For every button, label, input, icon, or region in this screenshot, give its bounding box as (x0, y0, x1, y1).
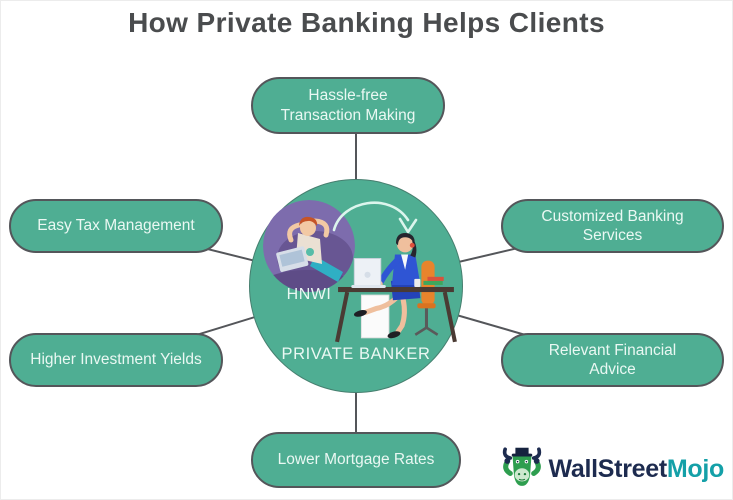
node-label: Hassle-free Transaction Making (280, 87, 416, 124)
logo-text-wallstreet: WallStreet (548, 454, 668, 483)
banker-head (397, 236, 414, 253)
hnwi-label: HNWI (286, 286, 332, 303)
node-relevant-financial-advice: Relevant Financial Advice (501, 333, 724, 387)
banker-hair (395, 233, 415, 246)
node-label: Customized Banking Services (541, 207, 684, 244)
node-label: Higher Investment Yields (30, 351, 202, 369)
wallstreetmojo-logo[interactable]: WallStreetMojo (500, 445, 724, 493)
curved-arrow-icon (332, 201, 418, 234)
node-label: Relevant Financial Advice (548, 341, 677, 378)
private-banker-label: PRIVATE BANKER (281, 345, 431, 363)
node-customized-banking-services: Customized Banking Services (501, 199, 724, 253)
logo-wordmark: WallStreetMojo (548, 454, 725, 484)
node-higher-investment-yields: Higher Investment Yields (9, 333, 223, 387)
node-lower-mortgage-rates: Lower Mortgage Rates (251, 432, 461, 488)
desk (338, 286, 454, 293)
hair (299, 216, 318, 226)
head (300, 220, 316, 236)
node-easy-tax-management: Easy Tax Management (9, 199, 223, 253)
node-hassle-free-transaction-making: Hassle-free Transaction Making (251, 77, 445, 134)
center-circle: HNWI (249, 179, 463, 393)
node-label: Lower Mortgage Rates (277, 451, 435, 469)
private-banker-illustration (335, 233, 457, 343)
page-title: How Private Banking Helps Clients (128, 7, 605, 38)
logo-text-mojo: Mojo (666, 454, 724, 483)
node-label: Easy Tax Management (37, 217, 195, 235)
box-under-desk (360, 294, 390, 339)
bull-mascot-icon (502, 447, 541, 486)
hnwi-client-illustration (263, 200, 355, 292)
